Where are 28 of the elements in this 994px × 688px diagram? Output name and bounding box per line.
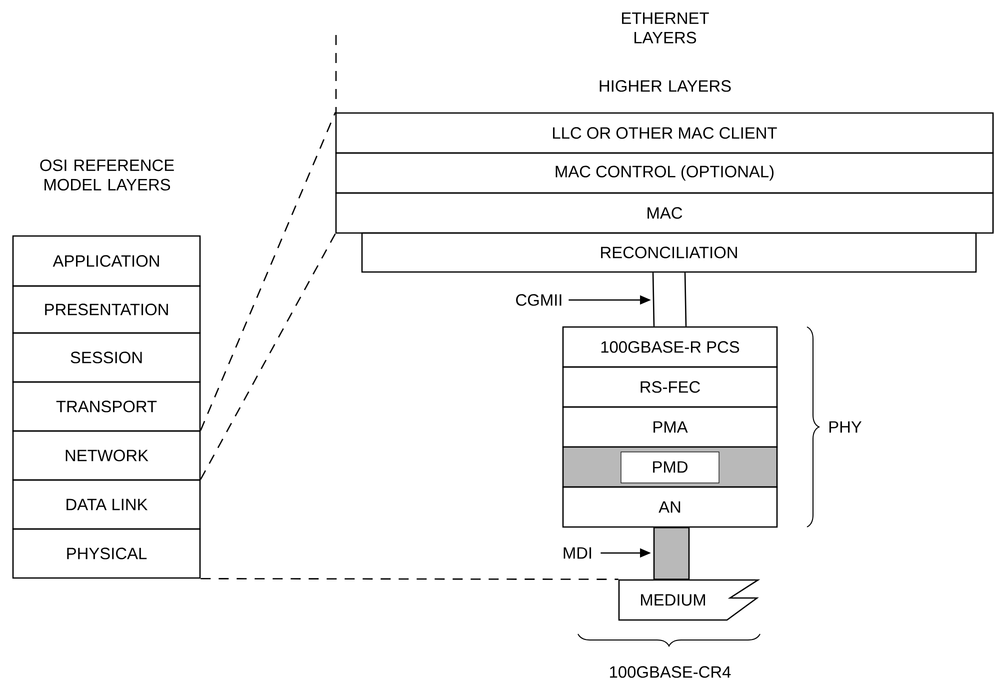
heading-label: PHY <box>829 421 862 433</box>
layer-box: MAC CONTROL (OPTIONAL) <box>335 152 994 194</box>
layer-box: RS-FEC <box>562 366 778 408</box>
layer-box: 100GBASE-R PCS <box>562 326 778 368</box>
layer-box: LLC OR OTHER MAC CLIENT <box>335 112 994 154</box>
layer-box: TRANSPORT <box>12 381 201 432</box>
heading-label: 100GBASE-CR4 <box>610 666 731 678</box>
layer-box: PHYSICAL <box>12 528 201 579</box>
layer-box: APPLICATION <box>12 235 201 287</box>
layer-box: RECONCILIATION <box>361 232 977 273</box>
layer-box: SESSION <box>12 332 201 383</box>
layer-box: MAC <box>335 192 994 234</box>
interface-label: CGMII <box>516 294 562 306</box>
interface-label: MDI <box>564 547 592 559</box>
dashed-line <box>200 112 336 431</box>
hatched-layer-band: PMD <box>562 446 778 488</box>
dashed-line <box>200 233 336 480</box>
heading-label: OSI REFERENCE MODEL LAYERS <box>40 159 174 191</box>
layer-box: AN <box>562 486 778 528</box>
layer-box: DATA LINK <box>12 479 201 530</box>
heading-label: ETHERNET LAYERS <box>622 12 709 44</box>
hatched-connector <box>653 526 690 580</box>
layer-box: PRESENTATION <box>12 285 201 334</box>
layer-box: NETWORK <box>12 430 201 481</box>
heading-label: HIGHER LAYERS <box>600 80 731 92</box>
interface-connector <box>652 272 687 327</box>
dashed-line <box>200 578 618 580</box>
layer-box: PMA <box>562 406 778 448</box>
